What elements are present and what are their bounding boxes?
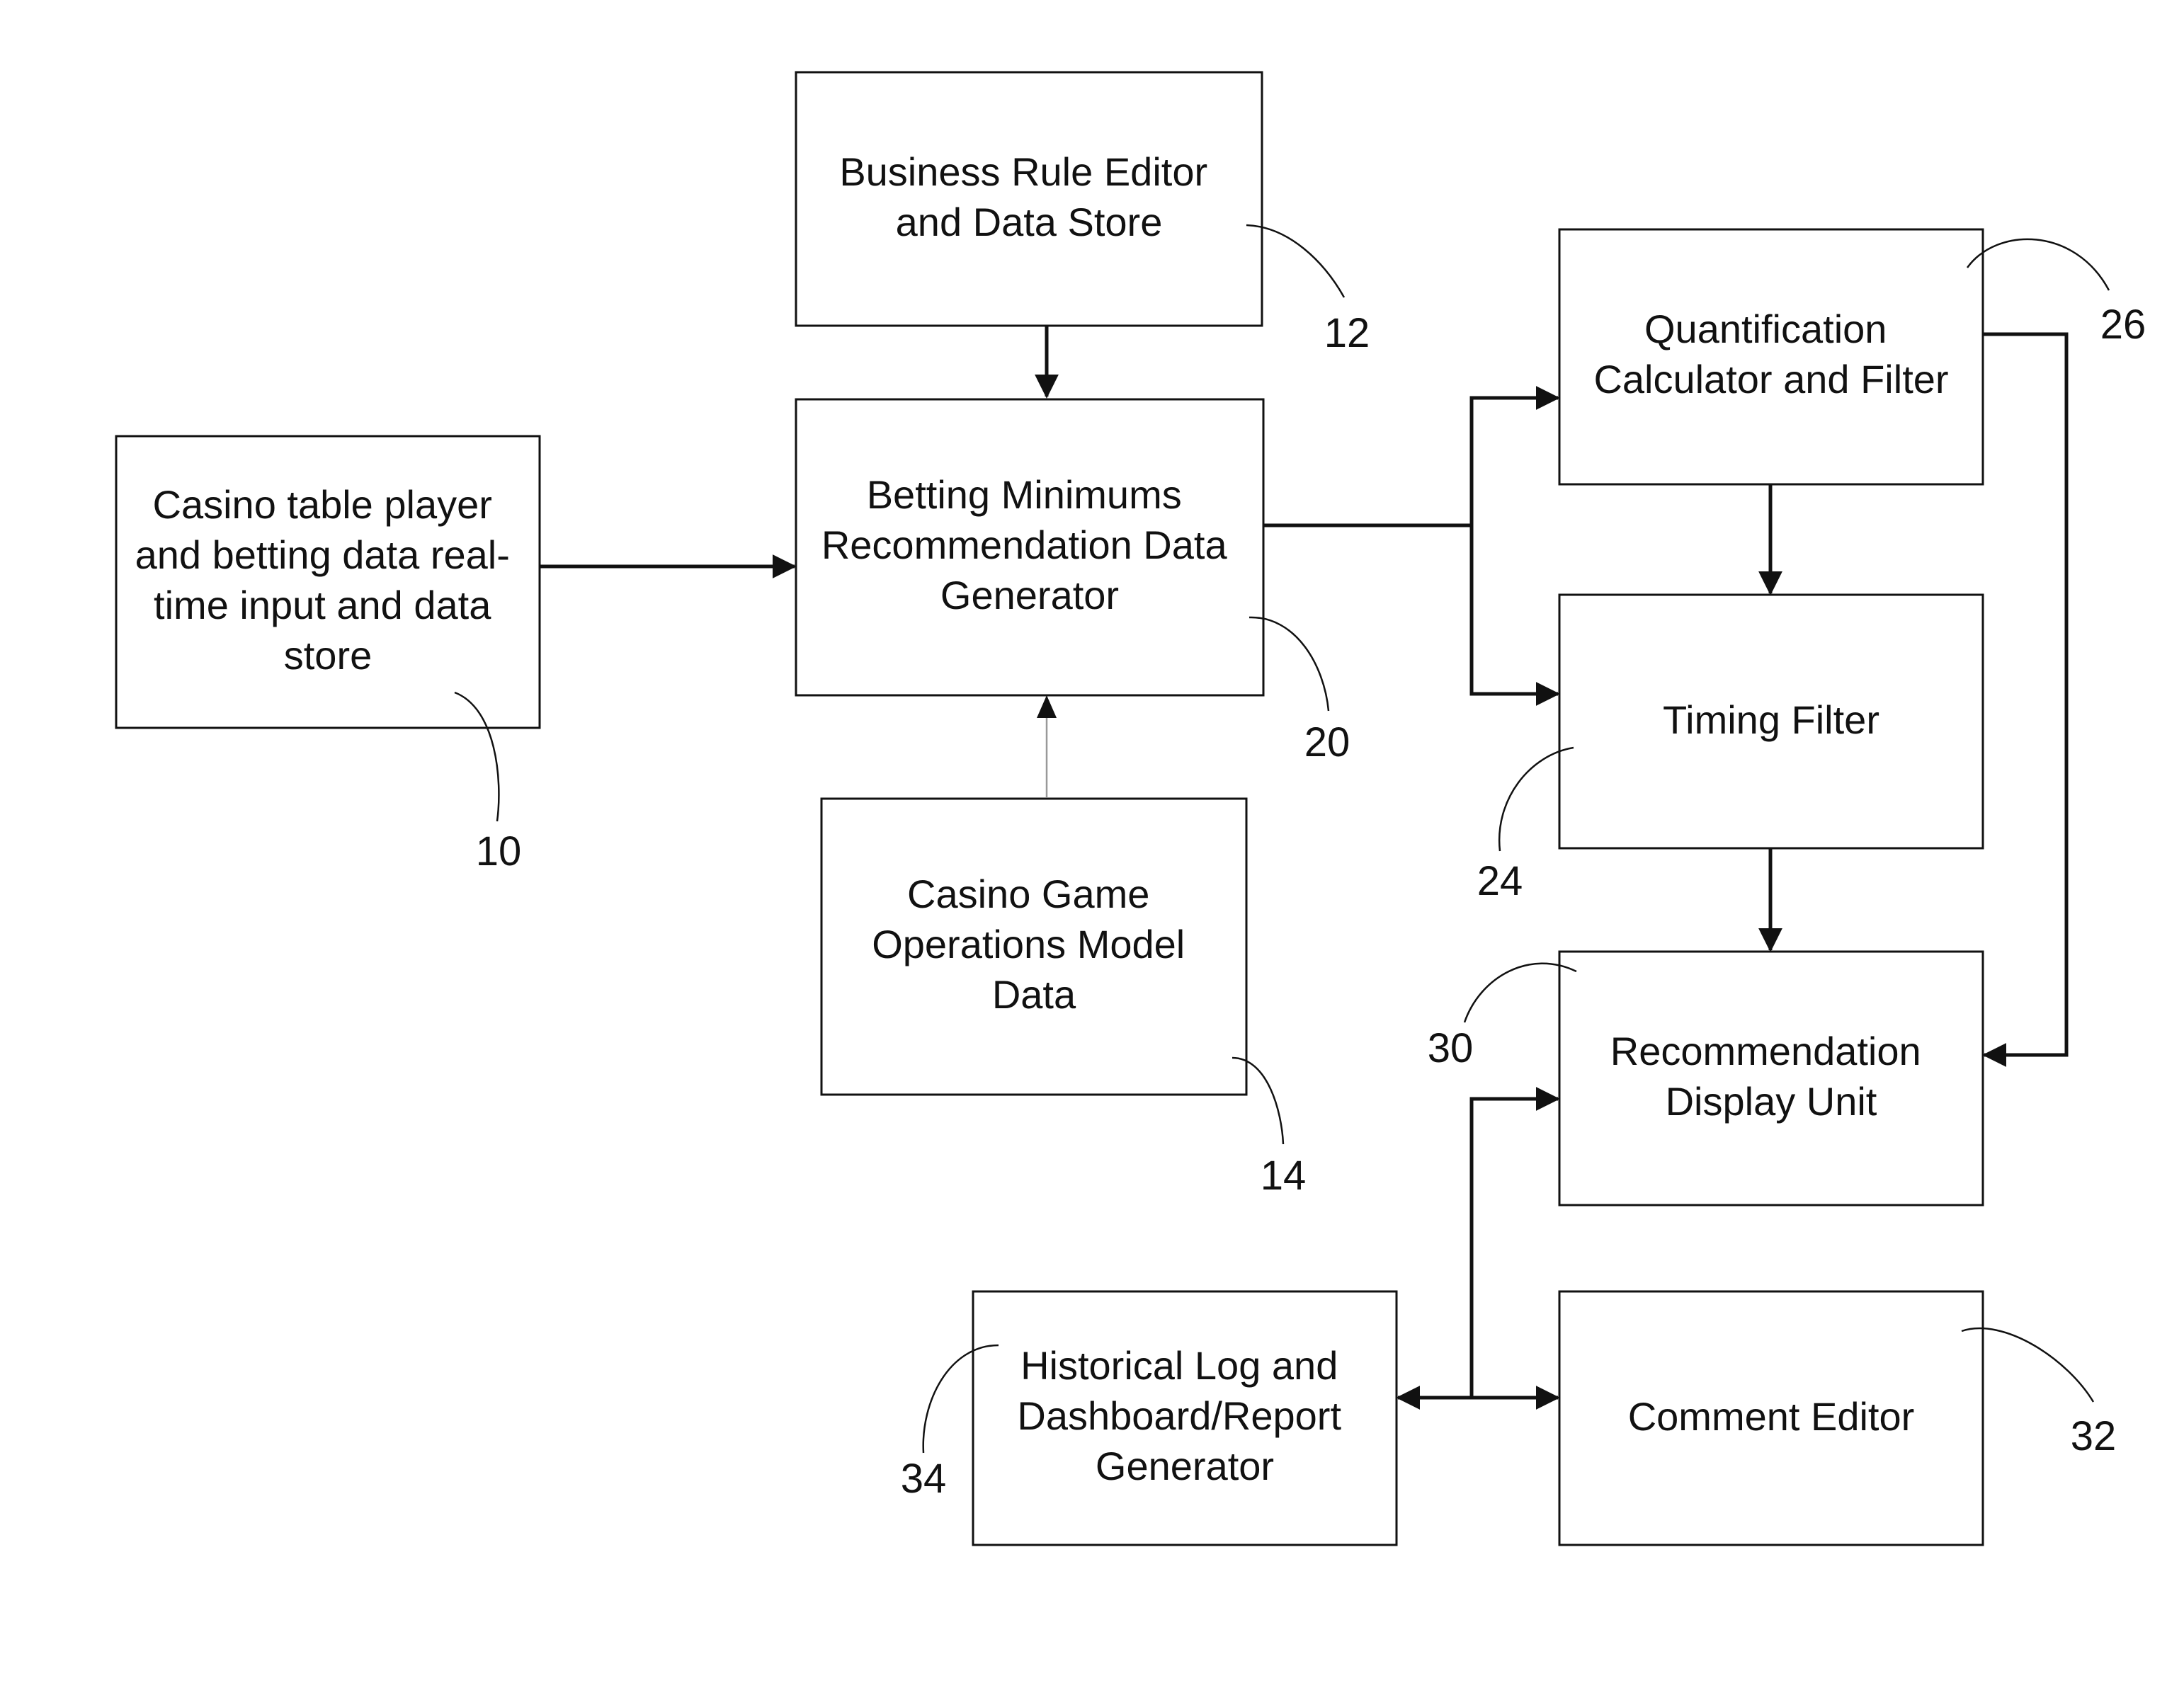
arrow-split-to-26 (1472, 398, 1558, 694)
svg-text:24: 24 (1477, 858, 1523, 904)
svg-text:12: 12 (1324, 310, 1370, 356)
box-historical-log: Historical Log and Dashboard/Report Gene… (973, 1291, 1397, 1545)
box-recommendation-generator: Betting Minimums Recommendation Data Gen… (796, 399, 1263, 695)
box-timing-filter: Timing Filter (1559, 595, 1983, 848)
box-recommendation-display: Recommendation Display Unit (1559, 952, 1983, 1205)
box-comment-editor: Comment Editor (1559, 1291, 1983, 1545)
reference-26: 26 (1967, 239, 2146, 348)
arrow-26-to-30 (1983, 334, 2066, 1055)
reference-30: 30 (1428, 964, 1576, 1071)
arrow-split-to-24 (1472, 525, 1558, 694)
reference-12: 12 (1246, 225, 1370, 356)
svg-text:10: 10 (476, 828, 522, 874)
arrow-branch-to-30 (1472, 1099, 1558, 1398)
svg-text:32: 32 (2071, 1413, 2117, 1459)
svg-text:Timing Filter: Timing Filter (1663, 697, 1879, 742)
connectors (538, 326, 2066, 1398)
box-quantification-calculator: Quantification Calculator and Filter (1559, 229, 1983, 484)
box-game-operations-model: Casino Game Operations Model Data (821, 799, 1246, 1095)
svg-text:30: 30 (1428, 1025, 1474, 1071)
svg-text:34: 34 (901, 1456, 947, 1502)
svg-text:26: 26 (2100, 302, 2146, 348)
svg-text:Comment Editor: Comment Editor (1628, 1394, 1915, 1439)
box-casino-table-data: Casino table player and betting data rea… (116, 436, 540, 728)
arrow-14-to-20-head (1037, 695, 1057, 718)
svg-text:14: 14 (1261, 1153, 1307, 1199)
reference-32: 32 (1962, 1328, 2116, 1459)
svg-text:20: 20 (1304, 719, 1350, 765)
box-business-rule-editor: Business Rule Editor and Data Store (796, 72, 1262, 326)
